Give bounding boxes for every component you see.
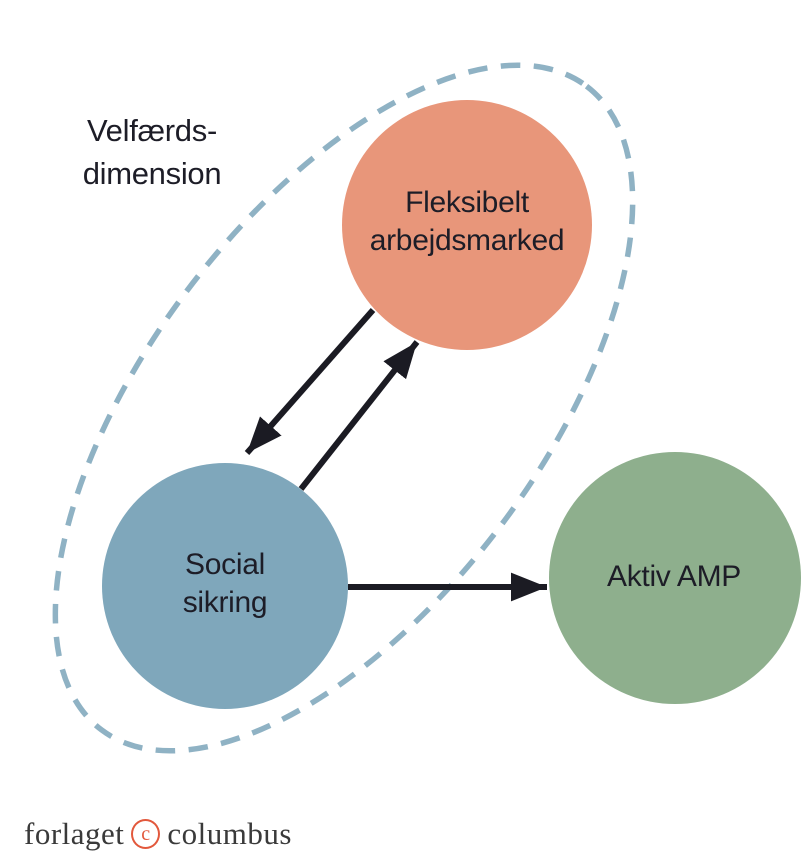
arrow-fleksibelt-to-social — [244, 308, 376, 455]
node-label-fleksibelt-line1: Fleksibelt — [405, 186, 529, 219]
publisher-logo-word-right: columbus — [167, 816, 292, 851]
arrow-social-to-fleksibelt — [298, 340, 420, 491]
node-circle-fleksibelt-arbejdsmarked — [342, 100, 592, 350]
node-label-social-sikring: Social sikring — [183, 546, 268, 622]
node-circle-aktiv-amp — [549, 452, 801, 704]
welfare-dimension-label: Velfærds- dimension — [83, 109, 222, 195]
welfare-dimension-label-line2: dimension — [82, 156, 222, 191]
publisher-logo-word-left: forlaget — [24, 816, 125, 851]
node-label-fleksibelt-arbejdsmarked: Fleksibelt arbejdsmarked — [370, 184, 565, 260]
copyright-icon-letter: c — [141, 822, 151, 845]
node-circle-social-sikring — [102, 463, 348, 709]
publisher-logo: forlaget c columbus — [24, 816, 292, 852]
node-label-fleksibelt-line2: arbejdsmarked — [369, 224, 565, 257]
copyright-icon: c — [131, 819, 161, 849]
node-label-social-line2: sikring — [182, 586, 268, 619]
node-label-aktiv-amp-line: Aktiv AMP — [607, 560, 741, 593]
node-label-aktiv-amp: Aktiv AMP — [607, 558, 741, 596]
node-label-social-line1: Social — [185, 548, 265, 581]
welfare-dimension-label-line1: Velfærds- — [87, 113, 217, 148]
